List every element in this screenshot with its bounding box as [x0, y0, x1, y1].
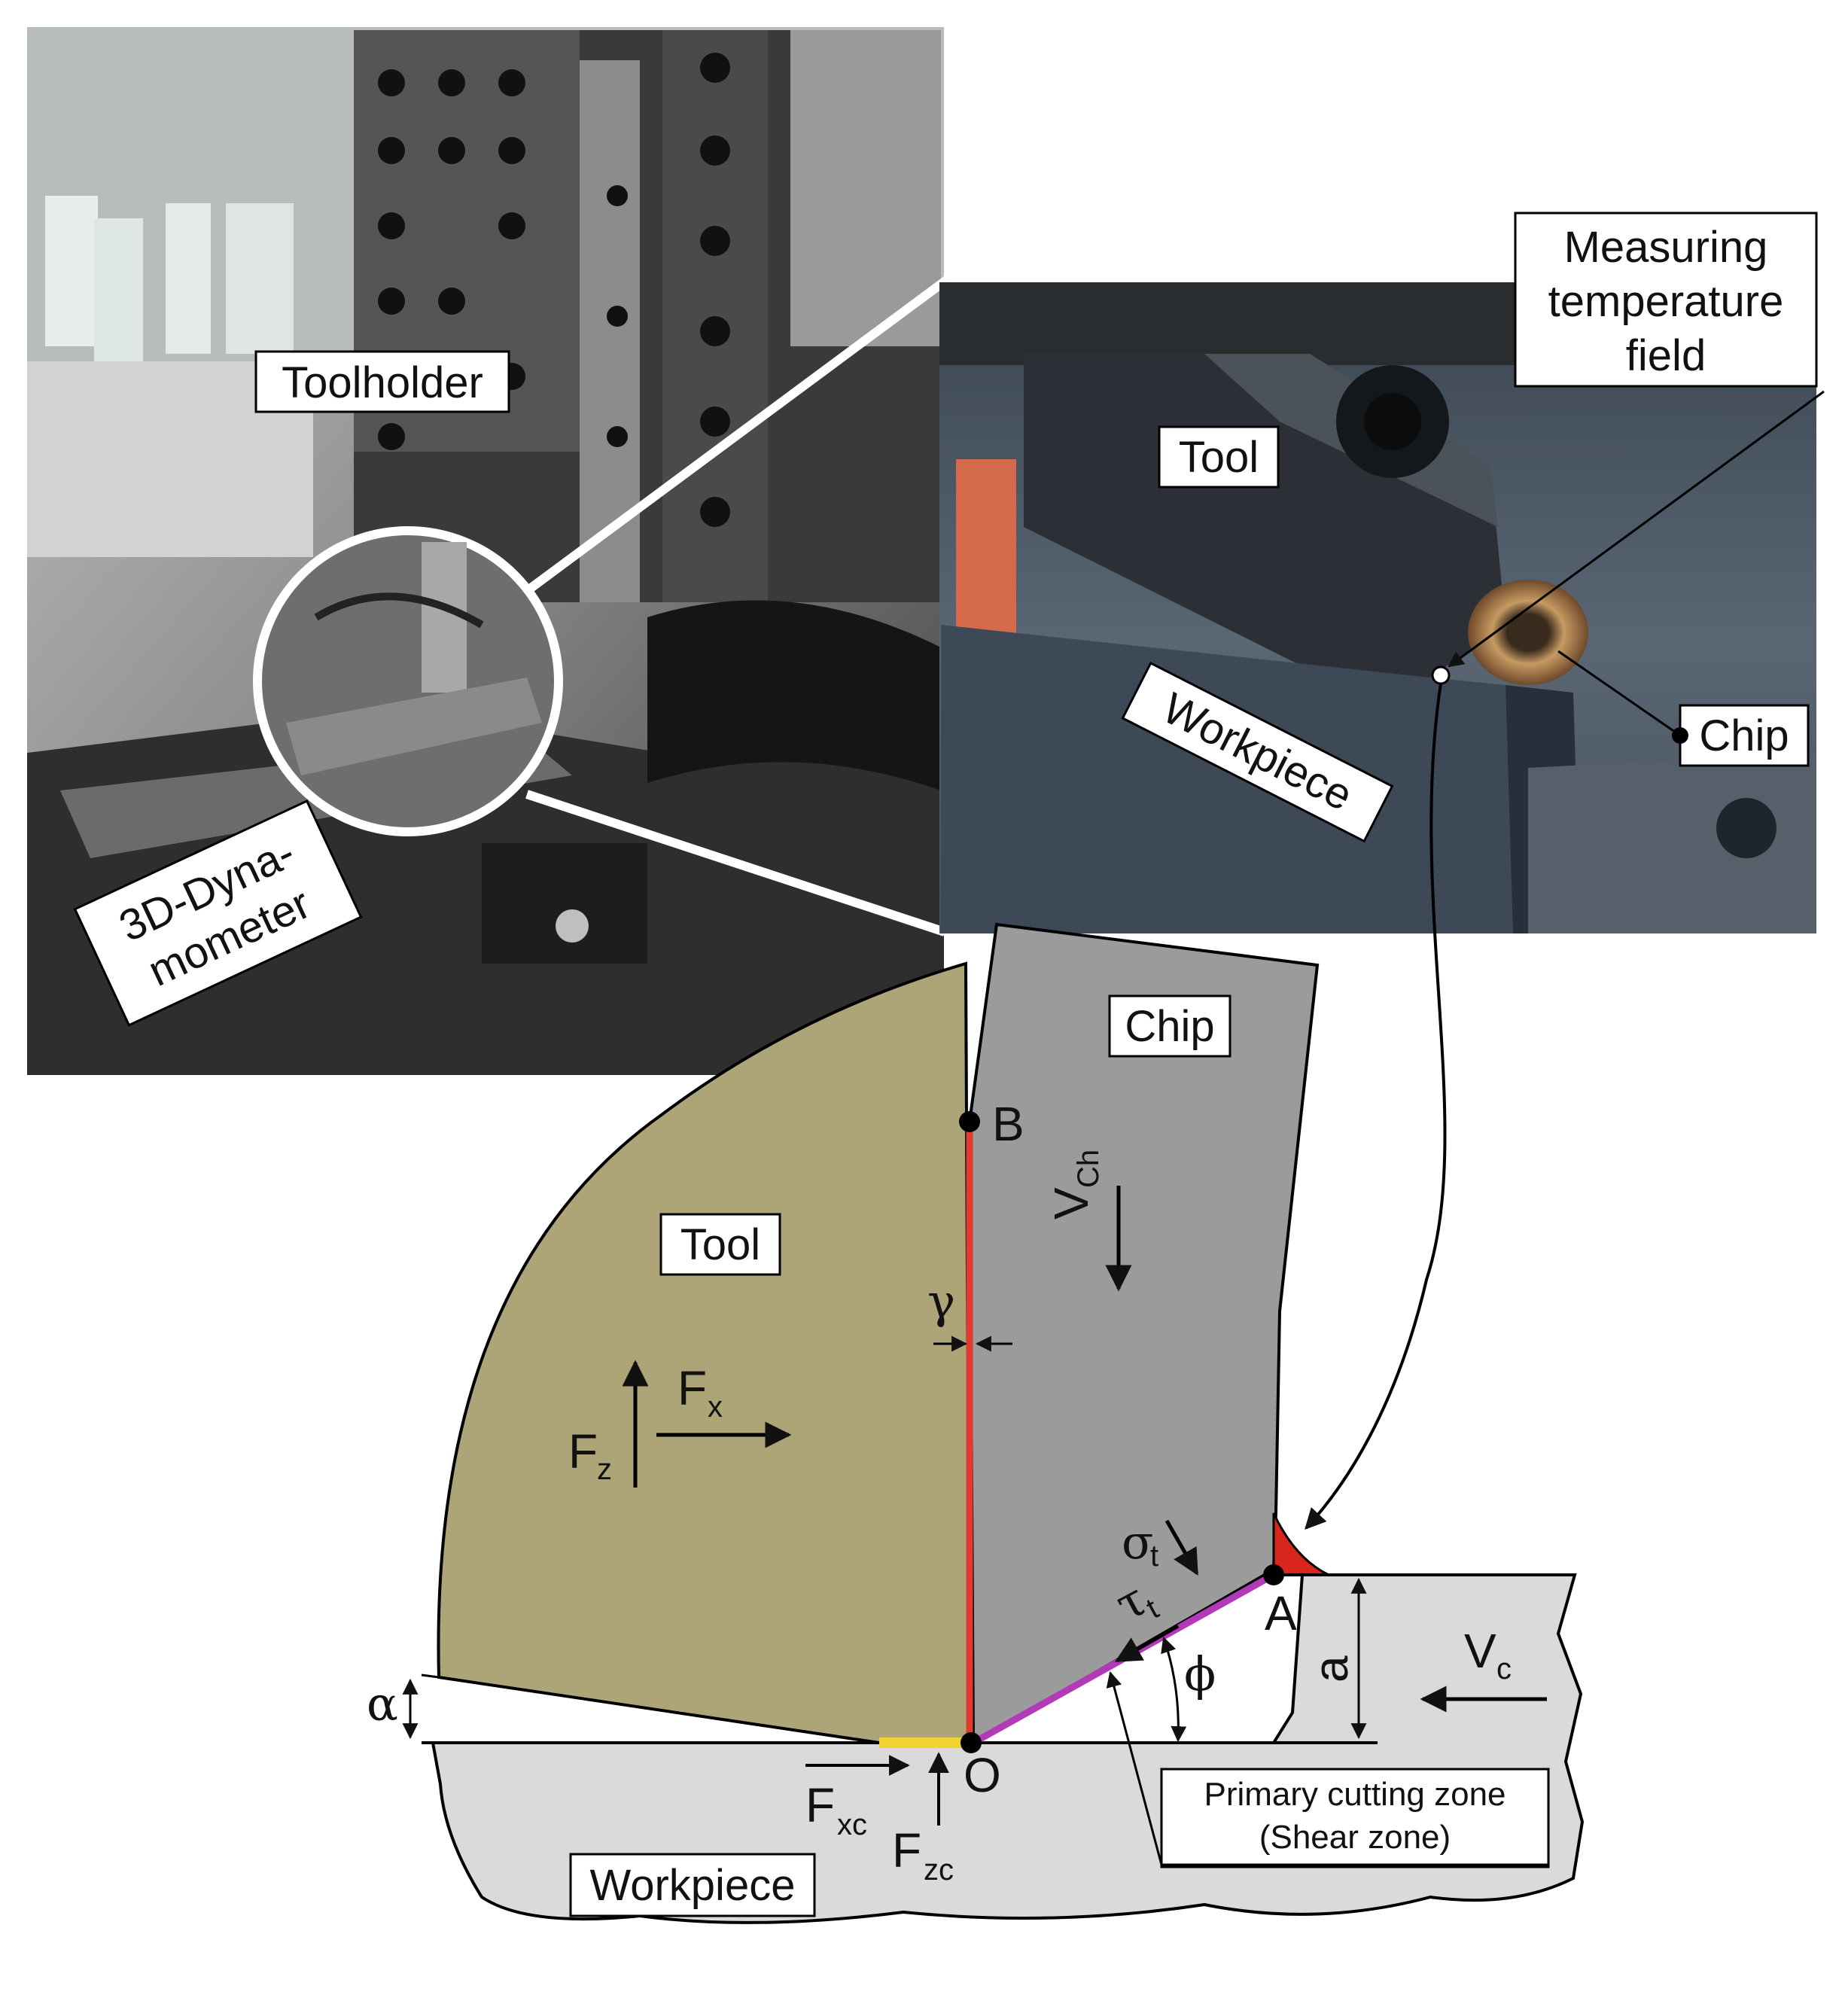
- zoom-line-bottom: [525, 790, 946, 936]
- workpiece-block: [941, 625, 1816, 933]
- svg-text:Chip: Chip: [1125, 1002, 1214, 1051]
- svg-text:Chip: Chip: [1699, 711, 1789, 760]
- sigma-arrow: [1165, 1519, 1199, 1576]
- right-photo: [939, 282, 1816, 933]
- label-tool-diagram: Tool: [659, 1213, 781, 1276]
- zoom-line-top: [524, 275, 951, 595]
- v-c-label: V: [1464, 1624, 1496, 1678]
- svg-text:Workpiece: Workpiece: [590, 1861, 796, 1910]
- label-dynamometer: 3D-Dyna- mometer: [73, 799, 363, 1027]
- svg-text:Ch: Ch: [1072, 1150, 1105, 1188]
- tool-body: [1024, 354, 1505, 685]
- measuring-pointer-line: [1448, 390, 1825, 668]
- gamma-symbol: γ: [927, 1274, 955, 1329]
- point-b-dot: [959, 1111, 980, 1132]
- label-toolholder: Toolholder: [254, 350, 510, 413]
- label-chip-photo: Chip: [1679, 704, 1810, 767]
- chip-pointer-dot: [1672, 727, 1688, 744]
- svg-text:Tool: Tool: [1179, 433, 1259, 482]
- svg-text:V: V: [1044, 1187, 1098, 1220]
- point-o-label: O: [964, 1748, 1001, 1802]
- v-c-sub: c: [1496, 1652, 1512, 1686]
- label-primary-zone: Primary cutting zone (Shear zone): [1160, 1768, 1550, 1868]
- v-ch-label: V Ch: [1044, 1150, 1105, 1220]
- chip-coil: [1468, 580, 1588, 685]
- chip-pointer-line: [1557, 650, 1681, 737]
- svg-text:Toolholder: Toolholder: [282, 358, 483, 407]
- svg-text:temperature: temperature: [1548, 277, 1784, 326]
- label-workpiece-diagram: Workpiece: [569, 1853, 816, 1917]
- tau-arrow: [1114, 1624, 1180, 1663]
- f-z-sub: z: [597, 1453, 612, 1486]
- f-x-label: F: [677, 1361, 707, 1415]
- mounting-holes: [378, 53, 730, 527]
- f-zc-sub: zc: [924, 1853, 954, 1887]
- a-label: a: [1304, 1655, 1358, 1683]
- svg-text:(Shear zone): (Shear zone): [1259, 1819, 1451, 1856]
- label-measuring-field: Measuring temperature field: [1514, 212, 1818, 388]
- toolholder-plate: [354, 30, 941, 602]
- point-b-label: B: [992, 1097, 1024, 1151]
- measuring-point: [1431, 665, 1451, 685]
- f-x-sub: x: [708, 1390, 723, 1424]
- temperature-connector: [1305, 683, 1447, 1530]
- phi-symbol: ϕ: [1184, 1646, 1216, 1701]
- svg-text:Tool: Tool: [680, 1220, 760, 1269]
- phi-arc: [1161, 1637, 1187, 1743]
- label-chip-diagram: Chip: [1108, 994, 1231, 1058]
- f-xc-label: F: [805, 1778, 835, 1832]
- point-o-dot: [961, 1732, 982, 1753]
- alpha-symbol: α: [367, 1677, 398, 1731]
- f-zc-label: F: [892, 1823, 921, 1878]
- svg-text:Primary cutting zone: Primary cutting zone: [1204, 1776, 1505, 1813]
- sigma-sub: t: [1150, 1539, 1158, 1573]
- point-a-label: A: [1265, 1586, 1297, 1640]
- tool-region: [437, 961, 972, 1744]
- f-z-label: F: [568, 1424, 598, 1479]
- sigma-symbol: σ: [1122, 1515, 1153, 1570]
- point-a-dot: [1263, 1564, 1284, 1585]
- label-tool-photo: Tool: [1158, 425, 1280, 489]
- zoom-circle: [253, 526, 563, 836]
- svg-text:Measuring: Measuring: [1564, 223, 1768, 272]
- primary-zone-pointer: [1106, 1670, 1548, 1866]
- hot-zone: [1272, 1512, 1329, 1576]
- svg-text:field: field: [1626, 331, 1706, 380]
- alpha-clearance-line: [421, 1673, 440, 1679]
- f-xc-sub: xc: [837, 1808, 867, 1841]
